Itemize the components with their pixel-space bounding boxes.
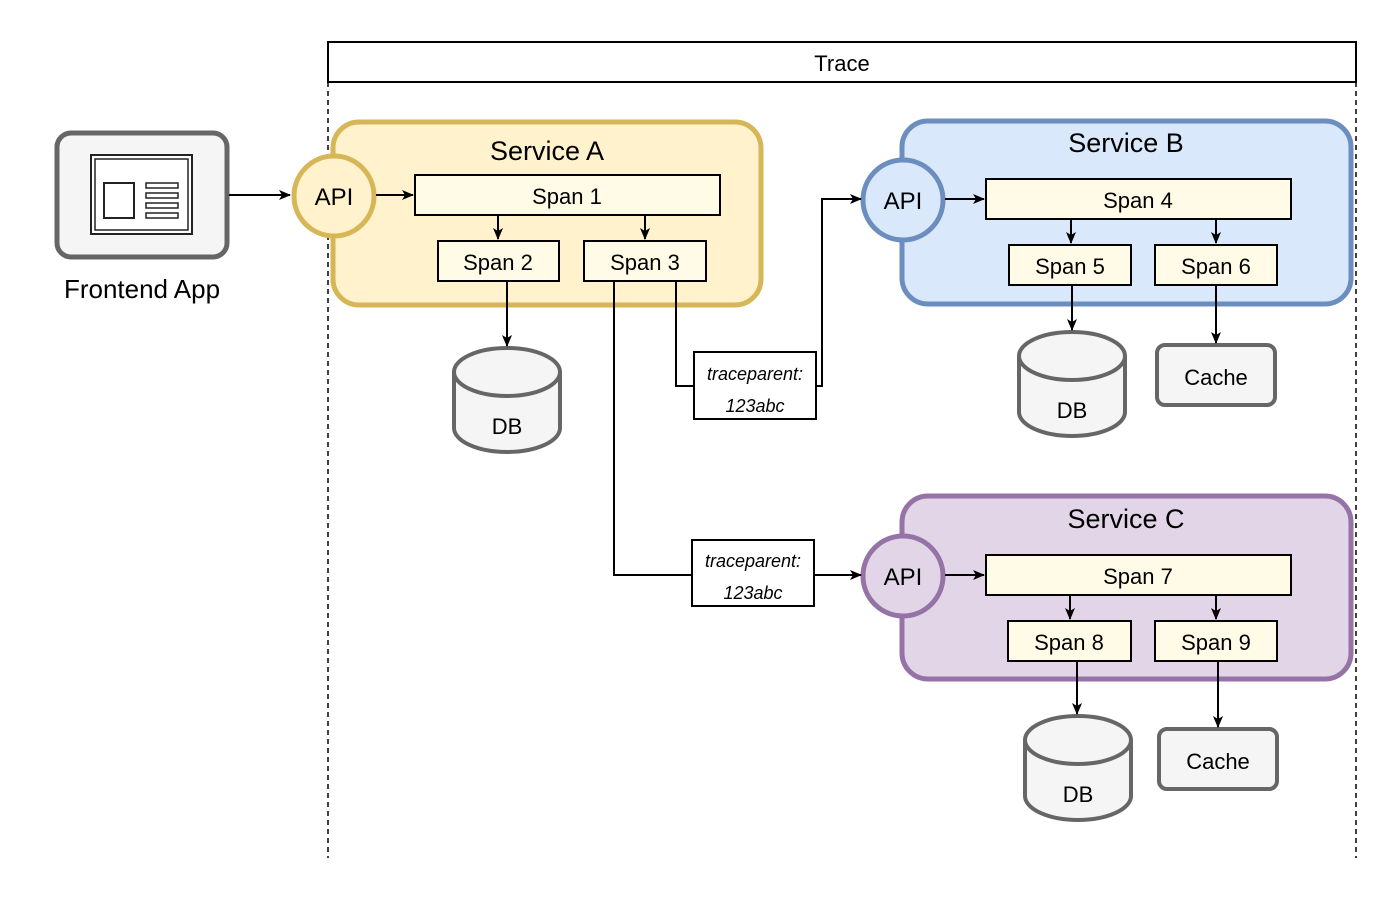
span-4 xyxy=(985,178,1292,220)
db-a-label: DB xyxy=(492,414,523,439)
span-3 xyxy=(583,240,707,282)
traceparent-b-value: 123abc xyxy=(725,396,784,416)
span-7 xyxy=(985,554,1292,596)
service-b-title: Service B xyxy=(1068,128,1184,158)
service-a: Service A API Span 1 Span 2 Span 3 xyxy=(291,119,764,308)
db-a: DB xyxy=(452,346,562,454)
span-2-label: Span 2 xyxy=(463,250,533,275)
db-c-label: DB xyxy=(1063,782,1094,807)
service-a-api xyxy=(291,153,377,239)
service-c-title: Service C xyxy=(1067,504,1184,534)
db-c: DB xyxy=(1023,714,1133,822)
line-span-3-to-header-b xyxy=(675,281,694,387)
span-9 xyxy=(1154,620,1278,662)
span-6 xyxy=(1154,244,1278,286)
span-5 xyxy=(1008,244,1132,286)
cache-b: Cache xyxy=(1155,343,1277,407)
span-4-label: Span 4 xyxy=(1103,188,1173,213)
span-6-label: Span 6 xyxy=(1181,254,1251,279)
traceparent-to-b: traceparent: 123abc xyxy=(693,351,817,420)
span-5-label: Span 5 xyxy=(1035,254,1105,279)
arrow-header-to-api-b xyxy=(816,194,862,387)
traceparent-to-c: traceparent: 123abc xyxy=(691,539,815,607)
traceparent-c-value: 123abc xyxy=(723,583,782,603)
cache-c: Cache xyxy=(1157,727,1279,791)
cache-b-label: Cache xyxy=(1184,365,1248,390)
span-8-label: Span 8 xyxy=(1034,630,1104,655)
trace-lane: Trace xyxy=(327,41,1357,858)
service-b-api-label: API xyxy=(884,188,923,215)
traceparent-c-key: traceparent: xyxy=(705,551,801,571)
browser-window-icon xyxy=(90,154,193,235)
connectors xyxy=(229,190,1223,728)
cache-c-label: Cache xyxy=(1186,749,1250,774)
trace-title: Trace xyxy=(814,51,869,76)
frontend-app: Frontend App xyxy=(54,130,230,304)
service-c-api xyxy=(860,533,946,619)
span-8 xyxy=(1007,620,1132,662)
db-b: DB xyxy=(1017,330,1127,438)
span-1 xyxy=(414,174,721,216)
frontend-label: Frontend App xyxy=(64,274,220,304)
service-a-api-label: API xyxy=(315,184,354,211)
service-a-title: Service A xyxy=(490,136,604,166)
span-3-label: Span 3 xyxy=(610,250,680,275)
trace-header xyxy=(327,41,1357,83)
service-c-api-label: API xyxy=(884,564,923,591)
service-b: Service B API Span 4 Span 5 Span 6 xyxy=(860,118,1354,307)
service-c: Service C API Span 7 Span 8 Span 9 xyxy=(860,493,1354,682)
span-9-label: Span 9 xyxy=(1181,630,1251,655)
span-2 xyxy=(437,240,560,282)
service-b-api xyxy=(860,157,946,243)
db-b-label: DB xyxy=(1057,398,1088,423)
span-1-label: Span 1 xyxy=(532,184,602,209)
traceparent-b-key: traceparent: xyxy=(707,364,803,384)
span-7-label: Span 7 xyxy=(1103,564,1173,589)
line-span-3-to-header-c xyxy=(613,281,692,576)
